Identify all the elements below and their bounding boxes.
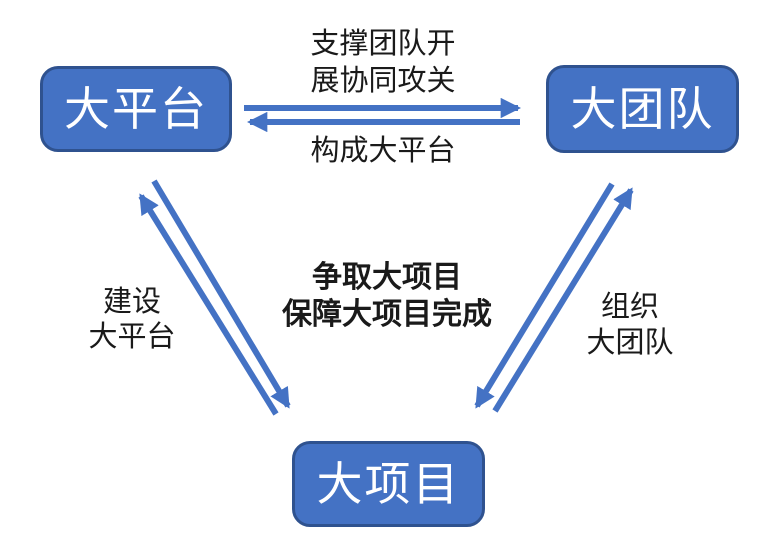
node-team-label: 大团队 bbox=[570, 83, 715, 135]
edge-label-right: 组织 大团队 bbox=[555, 289, 705, 361]
edge-label-right-line2: 大团队 bbox=[586, 327, 674, 359]
edge-label-left-line2: 大平台 bbox=[88, 321, 176, 353]
edge-label-left-line1: 建设 bbox=[102, 286, 161, 318]
edge-label-center-line2: 保障大项目完成 bbox=[282, 298, 492, 331]
edge-label-left: 建设 大平台 bbox=[57, 285, 207, 355]
node-platform: 大平台 bbox=[40, 66, 232, 152]
edge-label-platform-to-team-line2: 展协同攻关 bbox=[310, 65, 456, 97]
edge-label-center-line1: 争取大项目 bbox=[312, 261, 462, 294]
edge-label-right-line1: 组织 bbox=[600, 291, 659, 323]
node-team: 大团队 bbox=[546, 65, 739, 153]
node-project: 大项目 bbox=[292, 441, 485, 527]
arrow-team-to-project bbox=[474, 182, 615, 409]
edge-label-center: 争取大项目 保障大项目完成 bbox=[237, 259, 537, 333]
edge-label-platform-to-team-line1: 支撑团队开 bbox=[310, 28, 456, 60]
node-project-label: 大项目 bbox=[316, 458, 461, 510]
arrow-platform-to-project bbox=[151, 179, 291, 409]
edge-label-platform-to-team: 支撑团队开 展协同攻关 bbox=[283, 26, 483, 100]
arrow-project-to-team bbox=[492, 187, 634, 413]
arrow-project-to-platform bbox=[138, 193, 279, 416]
node-platform-label: 大平台 bbox=[64, 83, 208, 135]
edge-label-team-to-platform-text: 构成大平台 bbox=[310, 135, 456, 167]
edge-label-team-to-platform: 构成大平台 bbox=[283, 133, 483, 170]
